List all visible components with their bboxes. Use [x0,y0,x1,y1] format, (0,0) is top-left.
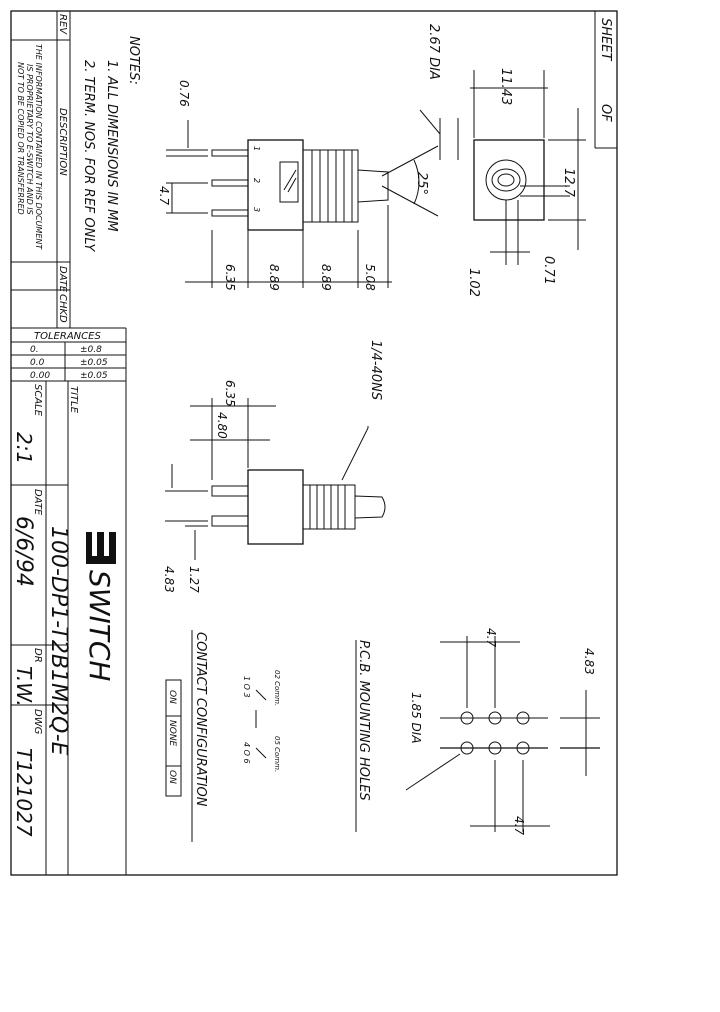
comm-label-2: 05 Comm. [273,736,281,772]
dim-d3: 8.89 [319,264,333,291]
dim-d2: 8.89 [267,264,281,291]
part-number: 100-DP1-T2B1M2Q-E [46,526,71,756]
side-view: 1/4-40NS 6.35 4.80 1.27 4.83 [162,340,386,593]
dim-pitch-b: 4.7 [512,816,526,835]
tol-precision-2: 0.0 [30,358,45,368]
terminals-top: 1 O 3 [242,676,251,698]
dwg-label: DWG [32,709,43,735]
notice-line-1: THE INFORMATION CONTAINED IN THIS DOCUME… [34,44,43,250]
title-block: TITLE SWITCH 100-DP1-T2B1M2Q-E SCALE 2:1… [11,381,116,875]
tol-precision-1: 0. [30,345,39,355]
title-label: TITLE [68,386,79,414]
front-view: 1 2 3 0.76 4.7 6.35 8.89 8.89 5.08 [157,80,392,291]
scale-value: 2:1 [12,432,36,464]
tol-value-1: ±0.8 [80,345,102,355]
contact-configuration: CONTACT CONFIGURATION ON NONE ON 02 Comm… [165,630,281,842]
end-body [473,139,545,221]
dim-pin-width: 0.76 [177,80,191,107]
end-view: 2.67 DIA 11.43 12.7 25° 0.71 1.02 [381,24,586,297]
terminal-3: 3 [252,207,261,212]
notes: NOTES: 1. ALL DIMENSIONS IN MM 2. TERM. … [81,36,141,252]
terminal-2: 2 [252,178,261,183]
tol-value-3: ±0.05 [80,371,108,381]
dim-d4: 5.08 [363,264,377,291]
sheet-label: SHEET [598,18,613,61]
dim-height: 12.7 [561,168,576,198]
notice-line-2: IS PROPRIETARY TO E-SWITCH AND IS [25,64,34,215]
position-3: ON [167,770,177,784]
dim-row-spacing: 4.83 [582,648,596,675]
dim-len-b: 4.80 [215,412,229,439]
side-bushing [302,484,356,530]
scale-label: SCALE [32,384,43,417]
dim-pitch-a: 4.7 [484,628,498,647]
logo-text: SWITCH [83,570,116,681]
position-2: NONE [167,720,177,747]
dwg-value: T121027 [12,748,36,837]
date-value: 6/6/94 [11,516,36,587]
dr-value: T.W. [12,666,36,707]
date-label: DATE [32,489,43,516]
dim-diameter: 2.67 DIA [426,24,441,80]
tolerances-heading: TOLERANCES [34,331,101,342]
dr-label: DR [32,648,43,663]
e-switch-logo: SWITCH [83,532,116,681]
side-lever [354,495,386,519]
tol-value-2: ±0.05 [80,358,108,368]
tolerances-table: TOLERANCES 0. ±0.8 0.0 ±0.05 0.00 ±0.05 [11,328,127,875]
chkd-label: CHKD [57,294,68,323]
comm-label-1: 02 Comm. [273,670,281,706]
dim-pin: 1.02 [466,268,481,297]
dim-angle: 25° [414,172,429,195]
dim-width: 11.43 [498,68,513,105]
dim-slot: 0.71 [541,256,556,285]
terminal-1: 1 [252,146,261,151]
notes-heading: NOTES: [126,36,141,85]
front-body [247,139,304,231]
note-1: 1. ALL DIMENSIONS IN MM [104,60,119,232]
side-body [247,469,304,545]
sheet-border [10,10,618,876]
dim-pin-a: 1.27 [187,566,201,593]
front-bushing [302,149,359,223]
dim-pin-pitch: 4.7 [157,186,171,205]
rev-label: REV [57,14,68,35]
of-label: OF [598,104,613,122]
dim-pin-b: 4.83 [162,566,176,593]
date-col-label: DATE [57,266,68,293]
dim-d1: 6.35 [223,264,237,291]
pcb-heading: P.C.B. MOUNTING HOLES [356,640,371,801]
thread-label: 1/4-40NS [368,340,383,400]
terminals-bottom: 4 O 6 [242,742,251,764]
position-table [165,679,182,797]
dim-len-a: 6.35 [223,380,237,407]
pcb-holes: P.C.B. MOUNTING HOLES 4.7 4.7 4.83 1.85 … [355,628,600,835]
front-lever [357,169,389,203]
contact-config-heading: CONTACT CONFIGURATION [193,632,208,807]
tol-precision-3: 0.00 [30,371,50,381]
revision-block: REV DESCRIPTION DATE CHKD THE INFORMATIO… [11,11,126,329]
position-1: ON [167,690,177,704]
notice-line-3: NOT TO BE COPIED OR TRANSFERRED [16,62,25,215]
dim-hole-dia: 1.85 DIA [409,692,423,744]
note-2: 2. TERM. NOS. FOR REF ONLY [81,60,96,252]
sheet-box: SHEET OF [594,11,617,149]
description-label: DESCRIPTION [57,108,68,176]
